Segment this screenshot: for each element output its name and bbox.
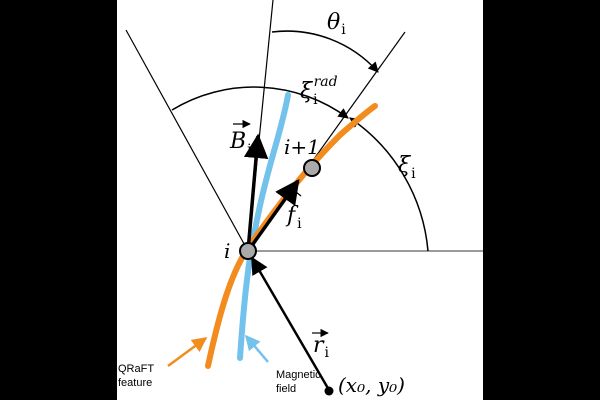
origin-label: (x₀, y₀) [338,373,405,397]
f-vector [246,179,300,253]
r-vector [250,256,331,391]
origin-dot [324,386,334,396]
node-i1-label: i+1 [284,135,320,159]
qraft-pointer-arrow [167,336,208,368]
magnetic-legend-line1: Magnetic [276,369,321,381]
xi-arc [349,117,429,252]
magnetic-legend-line2: field [276,383,296,395]
xi-rad-sup: rad [314,74,338,90]
magnetic-field-curve [237,92,291,361]
node-i-circle [239,242,257,260]
f-label-hat2 [295,191,302,197]
r-sub: i [325,345,330,361]
xi-label: ξi [398,153,416,182]
theta-sub: i [341,22,346,38]
f-label-hat [290,191,297,197]
b-label: Bi [229,129,252,158]
xi-rad-sub: i [313,92,318,108]
b-vector [243,133,269,252]
r-label: ri [313,333,330,361]
theta-arc [271,30,379,73]
xi-rad-arc [171,86,349,119]
diagram-panel [117,0,483,400]
node-i1-circle [303,159,321,177]
f-sub: i [297,216,302,232]
theta-label: θi [327,10,346,38]
qraft-legend-line1: QRaFT [118,363,154,375]
node-i-label: i [224,239,230,263]
qraft-legend-line2: feature [118,377,152,389]
xi-sub: i [411,166,416,182]
left-cone-line [125,29,249,252]
magnetic-pointer-arrow [245,334,269,363]
xi-rad-label: ξirad [300,74,338,108]
b-sub: i [247,142,252,158]
